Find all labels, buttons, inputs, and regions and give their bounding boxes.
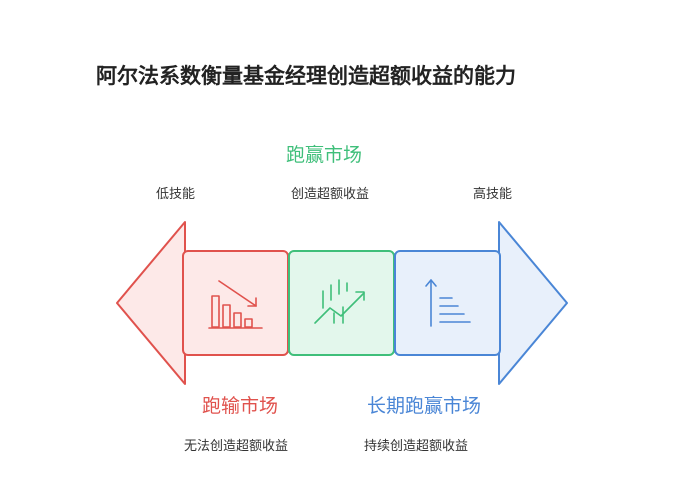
low-skill-label: 低技能 — [156, 187, 196, 202]
high-skill-label: 高技能 — [473, 187, 513, 202]
center-segment — [288, 250, 395, 356]
sorted-list-ascending-icon — [425, 279, 471, 327]
long-term-outperform-heading: 长期跑赢市场 — [367, 395, 482, 417]
right-segment — [394, 250, 501, 356]
right-arrow-head — [498, 221, 568, 385]
diagram-title: 阿尔法系数衡量基金经理创造超额收益的能力 — [96, 64, 516, 88]
declining-bar-chart-icon — [208, 280, 263, 329]
rising-trend-chart-icon — [314, 279, 365, 324]
outperform-heading: 跑赢市场 — [286, 144, 363, 166]
no-excess-return-label: 无法创造超额收益 — [184, 439, 289, 454]
continuous-excess-return-label: 持续创造超额收益 — [364, 439, 469, 454]
excess-return-label: 创造超额收益 — [291, 187, 370, 202]
left-arrow-head — [116, 221, 186, 385]
underperform-heading: 跑输市场 — [202, 395, 279, 417]
left-segment — [182, 250, 289, 356]
